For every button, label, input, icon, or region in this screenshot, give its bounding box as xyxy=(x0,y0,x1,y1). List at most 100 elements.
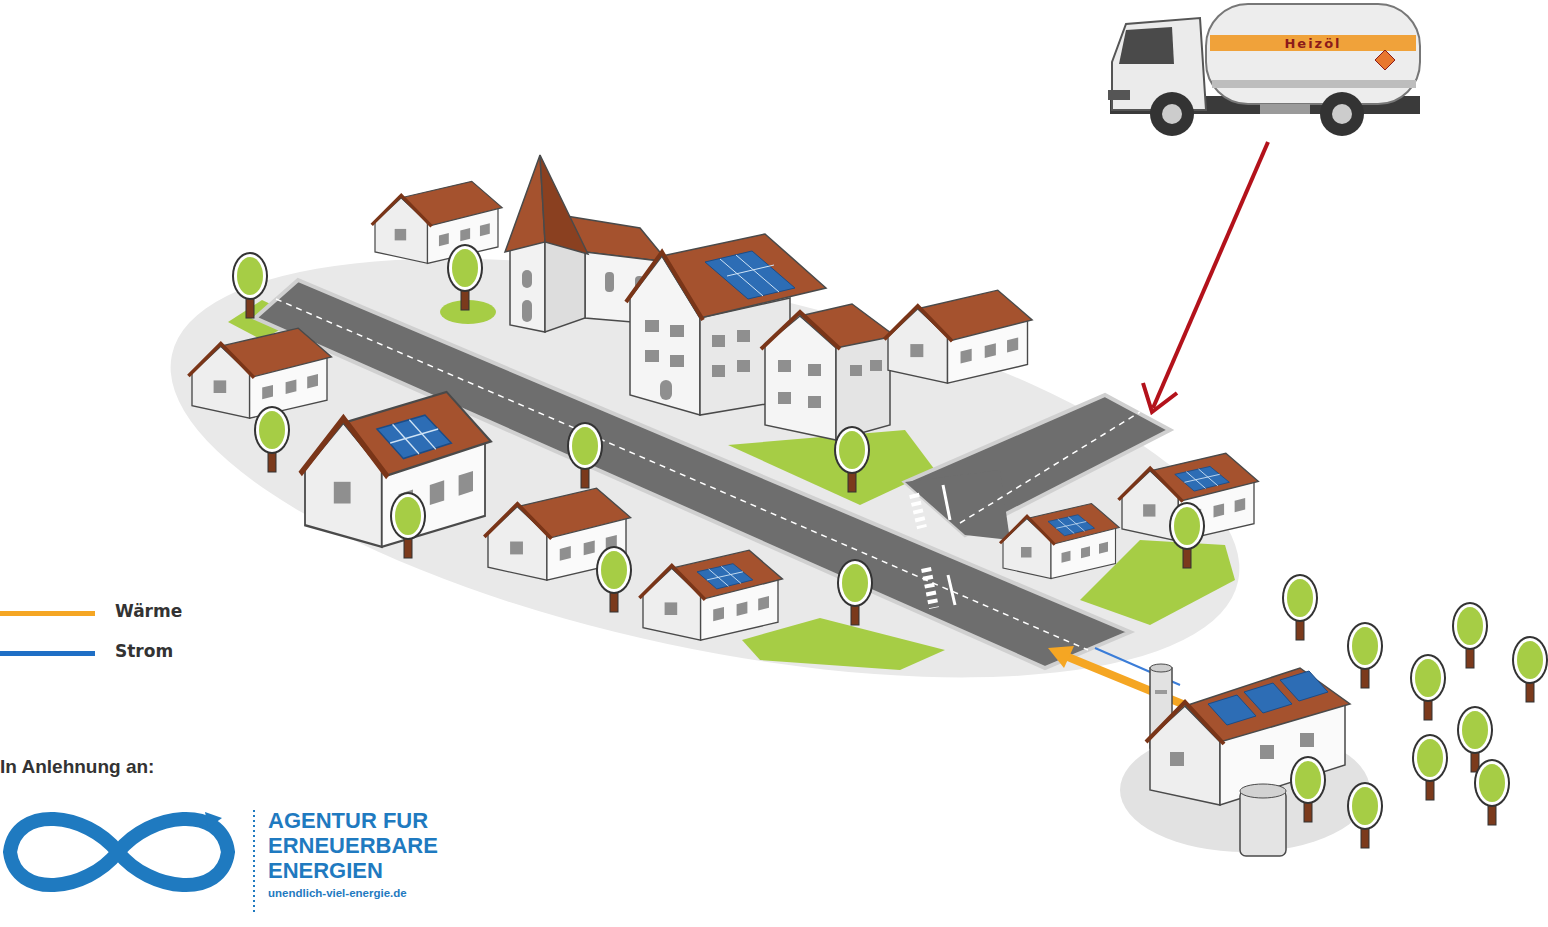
hall-roof-edge xyxy=(626,252,703,320)
solar-house xyxy=(639,550,782,640)
church-door xyxy=(522,300,532,322)
tank-truck-band: Heizöl xyxy=(1210,35,1416,51)
oil-truck xyxy=(1108,4,1420,136)
hall-roof xyxy=(662,234,826,318)
truck-tank xyxy=(1206,4,1420,104)
solar-panel xyxy=(705,251,795,299)
house xyxy=(188,328,331,418)
ground-area xyxy=(134,179,1275,758)
tree xyxy=(837,559,873,625)
logo-arrowhead xyxy=(205,812,222,828)
tree xyxy=(834,426,870,492)
node-label: Heizöl xyxy=(1284,36,1341,51)
window xyxy=(778,392,791,404)
energy-plant xyxy=(1146,664,1350,856)
window xyxy=(737,360,750,372)
church-window xyxy=(605,272,614,292)
logo-infinity xyxy=(10,819,228,885)
stop-line xyxy=(943,485,950,520)
window xyxy=(645,320,659,332)
tree xyxy=(1412,734,1448,800)
hazard-sign xyxy=(1375,50,1395,70)
window xyxy=(670,355,684,367)
tree xyxy=(1282,574,1318,640)
house xyxy=(884,290,1032,383)
chimney-band xyxy=(1155,690,1167,694)
solar-grid xyxy=(727,265,774,276)
window xyxy=(1300,733,1314,747)
window xyxy=(737,330,750,342)
heat-arrowhead xyxy=(1048,646,1074,668)
road-centerline xyxy=(960,412,1140,523)
church-tower xyxy=(510,240,545,332)
tree xyxy=(567,422,603,488)
tree xyxy=(1410,654,1446,720)
silo xyxy=(1240,790,1286,856)
window xyxy=(850,365,862,376)
silo-top xyxy=(1240,784,1286,798)
church-spire xyxy=(540,155,588,254)
wheel xyxy=(1320,92,1364,136)
zebra-crossing xyxy=(926,568,934,608)
truck-window xyxy=(1119,27,1174,64)
tree xyxy=(232,252,268,318)
tree xyxy=(1290,756,1326,822)
window xyxy=(870,360,882,371)
legend-label: Wärme xyxy=(115,601,182,621)
delivery-arrowhead xyxy=(1143,383,1177,412)
legend-swatch xyxy=(0,611,95,616)
church-spire xyxy=(505,155,545,252)
wheel-hub xyxy=(1162,104,1182,124)
tree xyxy=(390,492,426,558)
logo-divider xyxy=(253,810,255,915)
truck-bumper xyxy=(1108,90,1130,100)
solar-grid xyxy=(736,255,779,292)
house xyxy=(372,181,502,263)
window xyxy=(645,350,659,362)
tank-stripe xyxy=(1212,80,1416,88)
solar-house xyxy=(1000,504,1119,579)
tree xyxy=(1169,502,1205,568)
church-tower xyxy=(545,240,585,332)
window xyxy=(808,396,821,408)
tree xyxy=(596,546,632,612)
church-window xyxy=(522,270,532,288)
legend-swatch xyxy=(0,651,95,656)
window xyxy=(670,325,684,337)
road-junction xyxy=(905,470,1010,540)
solar-panel xyxy=(1244,683,1292,713)
tree xyxy=(1512,636,1548,702)
logo-url: unendlich-viel-energie.de xyxy=(268,886,488,900)
tree xyxy=(254,406,290,472)
tree xyxy=(447,244,483,310)
tree xyxy=(1347,622,1383,688)
chimney-top xyxy=(1150,664,1172,672)
truck-tank-fitting xyxy=(1260,104,1310,114)
lawn xyxy=(742,618,945,670)
solar-grid xyxy=(720,259,763,296)
window xyxy=(778,360,791,372)
window xyxy=(712,335,725,347)
tree xyxy=(1347,782,1383,848)
window xyxy=(712,365,725,377)
tree xyxy=(1474,759,1510,825)
window xyxy=(1260,745,1274,759)
tree xyxy=(1452,602,1488,668)
town-hall xyxy=(626,234,895,440)
window xyxy=(1170,752,1184,766)
source-note: In Anlehnung an: xyxy=(0,756,260,778)
legend-label: Strom xyxy=(115,641,173,661)
hall-wing-roof-edge xyxy=(761,312,840,349)
tank-band xyxy=(1210,35,1416,51)
solar-panel xyxy=(1208,695,1256,725)
logo-wordmark: AGENTUR FUR ERNEUERBARE ENERGIEN xyxy=(268,808,448,883)
zebra-crossing xyxy=(914,494,922,528)
door xyxy=(660,380,672,400)
window xyxy=(808,364,821,376)
wheel-hub xyxy=(1332,104,1352,124)
stop-line xyxy=(948,575,955,605)
delivery-arrow xyxy=(1153,142,1268,408)
